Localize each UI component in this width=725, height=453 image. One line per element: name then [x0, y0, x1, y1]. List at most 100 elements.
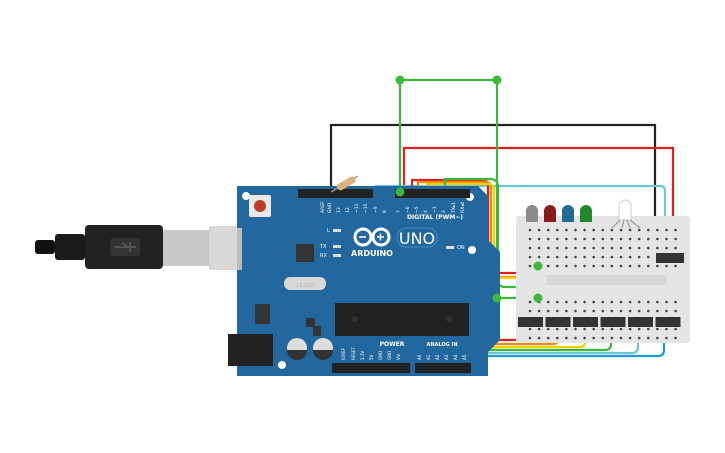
breadboard-hole[interactable] — [647, 228, 650, 232]
breadboard-hole[interactable] — [610, 228, 614, 232]
breadboard-hole[interactable] — [583, 237, 586, 241]
breadboard-hole[interactable] — [565, 246, 568, 250]
breadboard-hole[interactable] — [674, 237, 677, 241]
breadboard-hole[interactable] — [546, 300, 550, 304]
breadboard-hole[interactable] — [628, 255, 632, 259]
slide-switch[interactable] — [655, 317, 681, 327]
breadboard-hole[interactable] — [628, 336, 632, 340]
breadboard-hole[interactable] — [537, 255, 541, 259]
breadboard-hole[interactable] — [592, 237, 595, 241]
breadboard-hole[interactable] — [628, 309, 632, 313]
breadboard-hole[interactable] — [610, 309, 614, 313]
breadboard-hole[interactable] — [574, 327, 577, 331]
breadboard-hole[interactable] — [583, 228, 586, 232]
breadboard-hole[interactable] — [656, 246, 659, 250]
breadboard-hole[interactable] — [637, 300, 641, 304]
breadboard-hole[interactable] — [637, 246, 641, 250]
breadboard-hole[interactable] — [637, 255, 641, 259]
breadboard-hole[interactable] — [546, 237, 550, 241]
breadboard-hole[interactable] — [619, 228, 623, 232]
breadboard-hole[interactable] — [601, 336, 605, 340]
slide-switch[interactable] — [573, 317, 598, 327]
breadboard-hole[interactable] — [637, 309, 641, 313]
breadboard-hole[interactable] — [537, 237, 541, 241]
breadboard-hole[interactable] — [546, 228, 550, 232]
breadboard-hole[interactable] — [601, 264, 605, 268]
slide-switch[interactable] — [518, 317, 543, 327]
breadboard-hole[interactable] — [592, 228, 595, 232]
breadboard-hole[interactable] — [674, 336, 677, 340]
breadboard-hole[interactable] — [528, 336, 532, 340]
breadboard-hole[interactable] — [592, 336, 595, 340]
breadboard-hole[interactable] — [565, 264, 568, 268]
breadboard-hole[interactable] — [528, 327, 532, 331]
breadboard-hole[interactable] — [537, 327, 541, 331]
breadboard-hole[interactable] — [637, 327, 641, 331]
breadboard-hole[interactable] — [601, 327, 605, 331]
breadboard-hole[interactable] — [674, 300, 677, 304]
breadboard-hole[interactable] — [574, 336, 577, 340]
breadboard-hole[interactable] — [528, 228, 532, 232]
led[interactable] — [580, 205, 592, 222]
breadboard-hole[interactable] — [647, 237, 650, 241]
breadboard-hole[interactable] — [647, 309, 650, 313]
breadboard-hole[interactable] — [656, 228, 659, 232]
breadboard-hole[interactable] — [592, 309, 595, 313]
breadboard-hole[interactable] — [619, 327, 623, 331]
breadboard-hole[interactable] — [665, 246, 668, 250]
resistor[interactable] — [330, 175, 359, 193]
breadboard[interactable] — [516, 216, 690, 343]
breadboard-hole[interactable] — [546, 264, 550, 268]
breadboard-hole[interactable] — [619, 237, 623, 241]
breadboard-hole[interactable] — [537, 228, 541, 232]
breadboard-hole[interactable] — [565, 309, 568, 313]
breadboard-hole[interactable] — [674, 327, 677, 331]
breadboard-hole[interactable] — [628, 264, 632, 268]
breadboard-hole[interactable] — [647, 336, 650, 340]
breadboard-hole[interactable] — [556, 336, 559, 340]
slide-switch[interactable] — [656, 253, 684, 263]
breadboard-hole[interactable] — [647, 300, 650, 304]
breadboard-hole[interactable] — [619, 300, 623, 304]
breadboard-hole[interactable] — [665, 336, 668, 340]
breadboard-hole[interactable] — [656, 300, 659, 304]
breadboard-hole[interactable] — [601, 228, 605, 232]
breadboard-hole[interactable] — [610, 237, 614, 241]
breadboard-hole[interactable] — [546, 327, 550, 331]
breadboard-hole[interactable] — [665, 300, 668, 304]
breadboard-hole[interactable] — [583, 255, 586, 259]
breadboard-hole[interactable] — [637, 336, 641, 340]
breadboard-hole[interactable] — [674, 246, 677, 250]
breadboard-hole[interactable] — [528, 255, 532, 259]
slide-switch[interactable] — [600, 317, 626, 327]
breadboard-hole[interactable] — [610, 336, 614, 340]
rgb-led[interactable] — [611, 199, 641, 229]
breadboard-hole[interactable] — [637, 228, 641, 232]
breadboard-hole[interactable] — [619, 255, 623, 259]
breadboard-hole[interactable] — [565, 228, 568, 232]
breadboard-hole[interactable] — [556, 264, 559, 268]
breadboard-hole[interactable] — [647, 327, 650, 331]
breadboard-hole[interactable] — [546, 246, 550, 250]
breadboard-hole[interactable] — [665, 228, 668, 232]
breadboard-hole[interactable] — [537, 246, 541, 250]
breadboard-hole[interactable] — [647, 246, 650, 250]
breadboard-hole[interactable] — [610, 300, 614, 304]
breadboard-hole[interactable] — [665, 309, 668, 313]
breadboard-hole[interactable] — [583, 327, 586, 331]
breadboard-hole[interactable] — [637, 237, 641, 241]
breadboard-hole[interactable] — [656, 264, 659, 268]
breadboard-hole[interactable] — [537, 309, 541, 313]
breadboard-hole[interactable] — [637, 264, 641, 268]
reset-button[interactable] — [249, 195, 271, 217]
breadboard-hole[interactable] — [556, 300, 559, 304]
breadboard-hole[interactable] — [556, 255, 559, 259]
breadboard-hole[interactable] — [601, 246, 605, 250]
breadboard-hole[interactable] — [565, 237, 568, 241]
wire-junctions[interactable] — [395, 75, 543, 303]
breadboard-hole[interactable] — [610, 327, 614, 331]
breadboard-hole[interactable] — [647, 255, 650, 259]
breadboard-hole[interactable] — [665, 264, 668, 268]
breadboard-hole[interactable] — [601, 237, 605, 241]
breadboard-hole[interactable] — [619, 264, 623, 268]
